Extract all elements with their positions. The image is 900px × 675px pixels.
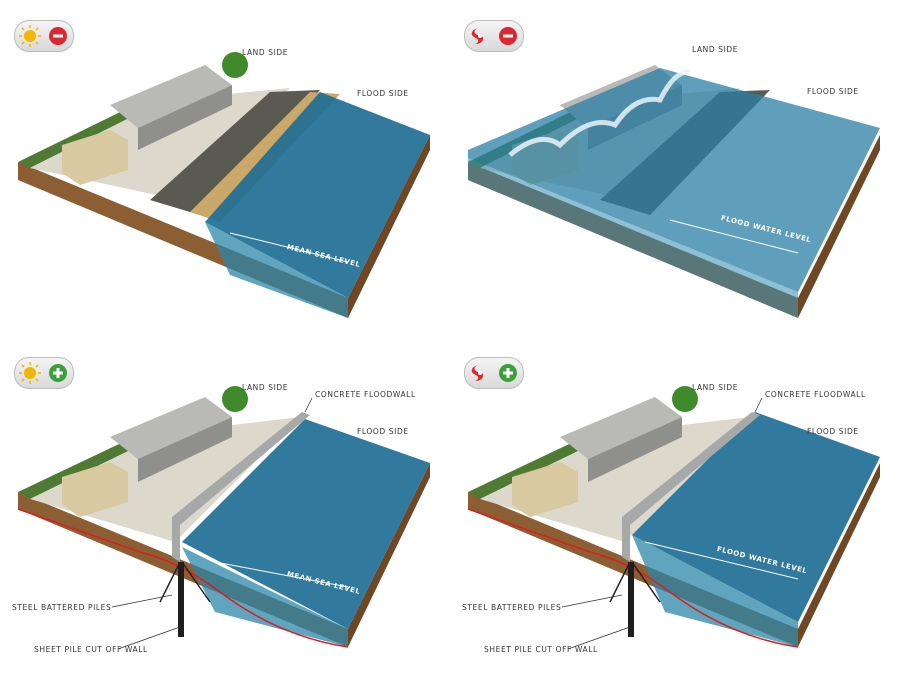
small-building bbox=[62, 130, 128, 185]
flood-side-label: FLOOD SIDE bbox=[357, 427, 409, 436]
floodwall-scene-diagram bbox=[467, 386, 880, 650]
warehouse-wall bbox=[138, 85, 232, 150]
soil-profile-line bbox=[17, 508, 349, 648]
steel-battered-pile-left bbox=[159, 561, 181, 603]
minus-icon bbox=[49, 27, 67, 45]
steel-battered-piles-label: STEEL BATTERED PILES bbox=[462, 603, 562, 612]
sea-water-front bbox=[205, 222, 348, 318]
panel-no-wall-storm: LAND SIDE FLOOD SIDE FLOOD WATER LEVEL bbox=[450, 0, 900, 337]
land-side-label: LAND SIDE bbox=[242, 48, 289, 57]
sheet-pile-cut-off-wall-label: SHEET PILE CUT OFF WALL bbox=[34, 645, 148, 654]
sea-water bbox=[205, 92, 430, 298]
floodwall-scene-diagram bbox=[17, 386, 430, 650]
condition-badge bbox=[464, 20, 524, 52]
flood-water-front bbox=[468, 158, 798, 318]
tree bbox=[222, 386, 248, 412]
flood-water bbox=[468, 68, 880, 292]
levee-scene-diagram bbox=[18, 52, 430, 318]
soil-side bbox=[348, 463, 430, 647]
tree bbox=[672, 386, 698, 412]
warehouse-wall bbox=[588, 417, 682, 482]
steel-battered-pile-left bbox=[609, 561, 631, 603]
sun-icon bbox=[19, 25, 41, 47]
flood-water bbox=[632, 412, 880, 622]
badge-icons bbox=[19, 362, 67, 384]
warehouse-roof bbox=[110, 65, 232, 128]
small-building bbox=[62, 462, 128, 517]
flood-side-label: FLOOD SIDE bbox=[807, 87, 859, 96]
soil-side bbox=[798, 463, 880, 647]
badge-icons bbox=[471, 27, 517, 45]
tree bbox=[222, 52, 248, 78]
warehouse-wall bbox=[138, 417, 232, 482]
rock-levee bbox=[150, 90, 320, 215]
land-side-label: LAND SIDE bbox=[242, 383, 289, 392]
flood-side-label: FLOOD SIDE bbox=[357, 89, 409, 98]
condition-badge bbox=[14, 20, 74, 52]
breaking-waves bbox=[508, 69, 691, 157]
panel-no-wall-calm: LAND SIDE FLOOD SIDE MEAN SEA LEVEL bbox=[0, 0, 450, 337]
sun-icon bbox=[19, 362, 41, 384]
minus-icon bbox=[499, 27, 517, 45]
flood-side-label: FLOOD SIDE bbox=[807, 427, 859, 436]
sheet-pile-cut-off-wall-label: SHEET PILE CUT OFF WALL bbox=[484, 645, 598, 654]
steel-battered-pile-right bbox=[631, 561, 661, 603]
concrete-floodwall-label: CONCRETE FLOODWALL bbox=[315, 390, 416, 399]
badge-icons bbox=[19, 25, 67, 47]
plus-icon bbox=[49, 364, 67, 382]
warehouse-roof bbox=[110, 397, 232, 459]
sheet-pile-cut-off-wall bbox=[628, 562, 634, 637]
hurricane-icon bbox=[471, 365, 484, 381]
condition-badge bbox=[14, 357, 74, 389]
levee-scene-diagram bbox=[468, 65, 880, 318]
condition-badge bbox=[464, 357, 524, 389]
sheet-pile-cut-off-wall bbox=[178, 562, 184, 637]
sea-water bbox=[182, 419, 430, 629]
badge-icons bbox=[471, 364, 517, 382]
land-side-label: LAND SIDE bbox=[692, 45, 739, 54]
sea-water-front bbox=[182, 547, 348, 647]
plus-icon bbox=[499, 364, 517, 382]
land-side-label: LAND SIDE bbox=[692, 383, 739, 392]
steel-battered-pile-right bbox=[181, 561, 211, 603]
steel-battered-piles-label: STEEL BATTERED PILES bbox=[12, 603, 112, 612]
warehouse-roof bbox=[560, 397, 682, 459]
soil-side bbox=[348, 135, 430, 318]
hurricane-icon bbox=[471, 28, 484, 44]
panel-wall-storm: LAND SIDE CONCRETE FLOODWALL FLOOD SIDE … bbox=[450, 337, 900, 674]
soil-side bbox=[798, 135, 880, 318]
panel-wall-calm: LAND SIDE CONCRETE FLOODWALL FLOOD SIDE … bbox=[0, 337, 450, 674]
concrete-floodwall-label: CONCRETE FLOODWALL bbox=[765, 390, 866, 399]
small-building bbox=[512, 462, 578, 517]
soil-profile-line bbox=[467, 508, 799, 648]
flood-water-front bbox=[632, 535, 798, 647]
